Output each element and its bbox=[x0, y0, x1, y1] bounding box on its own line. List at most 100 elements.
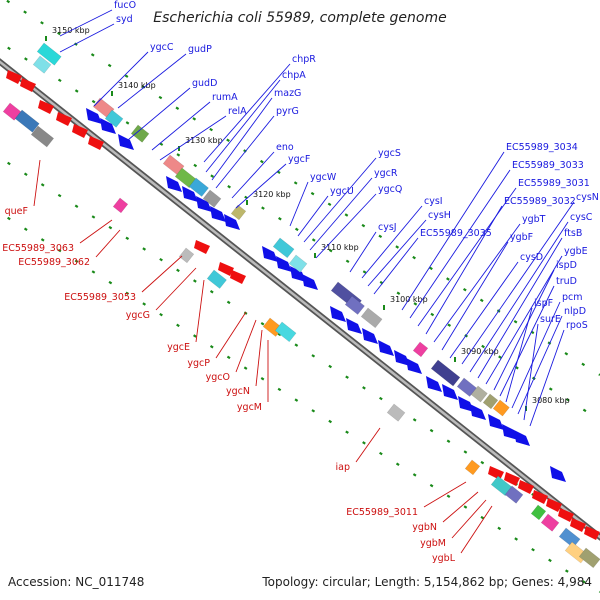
gene-block bbox=[360, 307, 383, 329]
leader-line bbox=[235, 163, 287, 209]
reverse-gene-arrow bbox=[532, 490, 548, 504]
gene-label-EC55989_3063: EC55989_3063 bbox=[2, 243, 74, 254]
reverse-gene-arrow bbox=[218, 262, 234, 276]
gene-block bbox=[540, 513, 560, 532]
leader-line bbox=[485, 255, 563, 385]
leader-line bbox=[315, 193, 377, 259]
gene-label-eno: eno bbox=[276, 142, 294, 153]
reverse-gene-arrow bbox=[56, 112, 72, 126]
leader-line bbox=[349, 231, 377, 273]
forward-gene-arrow bbox=[514, 430, 530, 446]
gene-block bbox=[492, 399, 510, 417]
gene-label-chpA: chpA bbox=[282, 70, 306, 81]
map-title: Escherichia coli 55989, complete genome bbox=[153, 10, 446, 26]
leader-line bbox=[493, 269, 555, 391]
reverse-gene-arrow bbox=[88, 136, 104, 150]
gene-label-EC55989_3035: EC55989_3035 bbox=[420, 228, 492, 239]
tick-label: 3140 kbp bbox=[118, 81, 156, 90]
leader-line bbox=[95, 229, 121, 258]
gene-block bbox=[504, 485, 524, 504]
forward-gene-arrow bbox=[550, 466, 566, 482]
gene-label-ygcN: ygcN bbox=[226, 386, 250, 397]
leader-line bbox=[373, 237, 419, 295]
gene-label-surE: surE bbox=[540, 314, 561, 325]
forward-gene-arrow bbox=[394, 350, 410, 366]
forward-gene-arrow bbox=[346, 318, 362, 334]
forward-gene-arrow bbox=[470, 404, 486, 420]
leader-line bbox=[451, 499, 487, 539]
gene-label-cysJ: cysJ bbox=[378, 222, 397, 233]
gene-label-cysC: cysC bbox=[570, 212, 593, 223]
leader-line bbox=[59, 23, 115, 53]
leader-line bbox=[117, 53, 187, 109]
leader-line bbox=[460, 505, 493, 554]
leader-line bbox=[511, 301, 561, 409]
forward-gene-arrow bbox=[442, 384, 458, 400]
leader-line bbox=[499, 285, 555, 397]
leader-line bbox=[529, 329, 565, 427]
gene-block bbox=[272, 237, 295, 259]
leader-line bbox=[401, 151, 505, 311]
leader-line bbox=[215, 311, 247, 359]
gene-label-EC55989_3032: EC55989_3032 bbox=[504, 196, 576, 207]
gene-block bbox=[386, 403, 406, 422]
gene-label-ygcS: ygcS bbox=[378, 148, 401, 159]
forward-gene-arrow bbox=[100, 118, 116, 134]
gene-label-ispD: ispD bbox=[556, 260, 577, 271]
genome-summary-text: Topology: circular; Length: 5,154,862 bp… bbox=[261, 575, 592, 589]
genome-backbone bbox=[0, 58, 600, 541]
tick-label: 3130 kbp bbox=[185, 136, 223, 145]
leader-line bbox=[203, 63, 291, 163]
gene-block bbox=[464, 459, 481, 476]
gene-block bbox=[274, 321, 297, 343]
gene-block bbox=[178, 247, 195, 264]
forward-gene-arrow bbox=[502, 424, 518, 440]
gene-label-ispF: ispF bbox=[534, 298, 553, 309]
reverse-gene-arrow bbox=[20, 78, 36, 92]
gene-label-ygcP: ygcP bbox=[187, 358, 210, 369]
leader-line bbox=[361, 205, 423, 279]
accession-text: Accession: NC_011748 bbox=[8, 575, 144, 589]
tick-label: 3080 kbp bbox=[532, 396, 570, 405]
leader-line bbox=[303, 157, 377, 243]
gene-block bbox=[558, 527, 581, 549]
leader-line bbox=[59, 9, 113, 37]
leader-line bbox=[195, 279, 205, 343]
gene-label-EC55989_3053: EC55989_3053 bbox=[64, 292, 136, 303]
gene-block bbox=[288, 254, 308, 273]
gene-label-ygbF: ygbF bbox=[510, 232, 533, 243]
reverse-gene-arrow bbox=[546, 498, 562, 512]
gene-label-nlpD: nlpD bbox=[564, 306, 586, 317]
gene-block-fucO bbox=[36, 42, 62, 66]
leader-line bbox=[255, 329, 263, 387]
gene-label-ftsB: ftsB bbox=[564, 228, 582, 239]
gene-label-iap: iap bbox=[336, 462, 351, 473]
leader-line bbox=[423, 481, 467, 508]
gene-block bbox=[104, 109, 124, 128]
reverse-gene-arrow bbox=[194, 240, 210, 254]
forward-gene-arrow bbox=[362, 328, 378, 344]
gene-label-ygbT: ygbT bbox=[522, 214, 546, 225]
gene-label-EC55989_3011: EC55989_3011 bbox=[346, 507, 418, 518]
gene-label-fucO: fucO bbox=[114, 0, 136, 11]
forward-gene-arrow bbox=[330, 306, 346, 322]
gene-features bbox=[2, 42, 600, 569]
gene-label-pcm: pcm bbox=[562, 292, 583, 303]
gene-label-queF: queF bbox=[5, 206, 28, 217]
gene-label-ygcW: ygcW bbox=[310, 172, 337, 183]
gene-label-ygbM: ygbM bbox=[420, 538, 446, 549]
leader-line bbox=[441, 241, 509, 351]
forward-gene-arrow bbox=[210, 206, 226, 222]
gene-label-syd: syd bbox=[116, 14, 133, 25]
leader-line bbox=[289, 181, 309, 227]
tick-label: 3110 kbp bbox=[321, 243, 359, 252]
leader-line bbox=[159, 115, 227, 161]
reverse-gene-arrow bbox=[584, 526, 600, 540]
gene-label-ygcO: ygcO bbox=[206, 372, 230, 383]
leader-line bbox=[151, 101, 211, 151]
gene-block bbox=[112, 197, 129, 214]
gene-label-cysI: cysI bbox=[424, 196, 443, 207]
leader-line bbox=[449, 261, 519, 359]
tick-label: 3120 kbp bbox=[253, 190, 291, 199]
